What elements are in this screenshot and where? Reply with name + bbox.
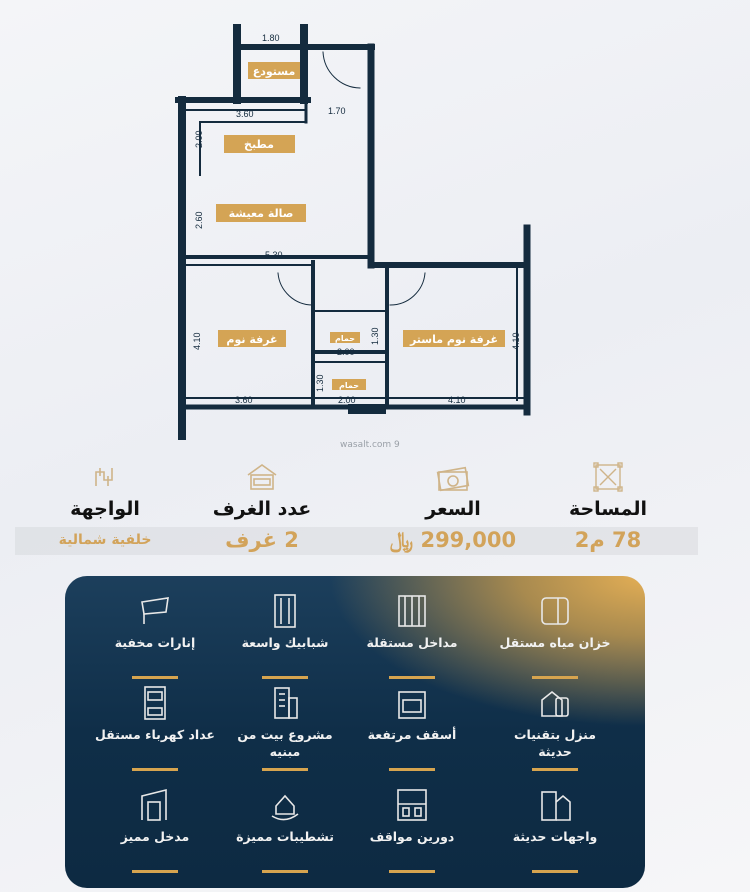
room-bedroom: غرفة نوم bbox=[226, 333, 277, 346]
feature-underline bbox=[262, 676, 308, 679]
stat-value: 2 غرف bbox=[225, 528, 299, 552]
room-labels: مستودع مطبخ صالة معيشة غرفة نوم غرفة نوم… bbox=[216, 62, 505, 390]
feature-underline bbox=[132, 870, 178, 873]
feature-underline bbox=[132, 768, 178, 771]
stat-heading: السعر bbox=[425, 498, 481, 520]
dim-entry-width: 1.70 bbox=[328, 106, 346, 116]
lighting-icon bbox=[95, 592, 215, 630]
water-tank-icon bbox=[495, 592, 615, 630]
feature-item: عداد كهرباء مستقل bbox=[95, 684, 215, 771]
money-icon bbox=[368, 458, 538, 496]
feature-label: خزان مياه مستقل bbox=[499, 635, 611, 650]
bed-icon bbox=[177, 458, 347, 496]
lobby-icon bbox=[95, 786, 215, 824]
dim-bath1-width: 2.00 bbox=[337, 347, 355, 357]
feature-label: إنارات مخفية bbox=[114, 635, 196, 650]
feature-label: تشطيبات مميزة bbox=[236, 829, 334, 844]
values-strip bbox=[15, 527, 698, 555]
feature-label: مدخل مميز bbox=[120, 829, 190, 844]
dim-bedroom-depth: 4.10 bbox=[192, 332, 202, 350]
dim-bath2-width: 2.00 bbox=[338, 395, 356, 405]
stat-value: 299,000 ﷼ bbox=[389, 528, 517, 552]
dim-storage-width: 1.80 bbox=[262, 33, 280, 43]
stat-area: المساحة 78 م2 bbox=[523, 458, 693, 552]
feature-item: مدخل مميز bbox=[95, 786, 215, 873]
smart-home-icon bbox=[495, 684, 615, 722]
feature-underline bbox=[262, 768, 308, 771]
room-bath-2: حمام bbox=[339, 381, 359, 390]
room-kitchen: مطبخ bbox=[244, 138, 274, 151]
floor-plan: 1.80 3.60 1.70 2.00 2.60 5.30 4.10 1.30 … bbox=[175, 24, 531, 440]
parking-icon bbox=[352, 786, 472, 824]
feature-label: أسقف مرتفعة bbox=[367, 727, 457, 742]
feature-item: إنارات مخفية bbox=[95, 592, 215, 679]
feature-label: دورين مواقف bbox=[369, 829, 455, 844]
stat-heading: عدد الغرف bbox=[212, 498, 312, 520]
stat-price: السعر 299,000 ﷼ bbox=[368, 458, 538, 553]
feature-underline bbox=[532, 676, 578, 679]
feature-item: شبابيك واسعة bbox=[225, 592, 345, 679]
walls bbox=[175, 24, 531, 440]
feature-underline bbox=[389, 676, 435, 679]
stat-facade: الواجهة خلفية شمالية bbox=[20, 458, 190, 548]
dim-living-depth: 2.60 bbox=[194, 211, 204, 229]
room-master-bedroom: غرفة نوم ماستر bbox=[409, 333, 498, 346]
facade-buildings-icon bbox=[495, 786, 615, 824]
feature-underline bbox=[262, 870, 308, 873]
dim-living-width: 5.30 bbox=[265, 250, 283, 260]
window-icon bbox=[225, 592, 345, 630]
feature-item: منزل بتقنيات حديثة bbox=[495, 684, 615, 771]
feature-label: مداخل مستقلة bbox=[366, 635, 458, 650]
feature-item: مداخل مستقلة bbox=[352, 592, 472, 679]
ceiling-icon bbox=[352, 684, 472, 722]
feature-item: واجهات حديثة bbox=[495, 786, 615, 873]
feature-label: مشروع بيت من مبنيه bbox=[237, 727, 333, 759]
feature-item: تشطيبات مميزة bbox=[225, 786, 345, 873]
feature-item: أسقف مرتفعة bbox=[352, 684, 472, 771]
feature-label: عداد كهرباء مستقل bbox=[95, 727, 215, 742]
feature-underline bbox=[532, 768, 578, 771]
finishing-icon bbox=[225, 786, 345, 824]
stat-rooms: عدد الغرف 2 غرف bbox=[177, 458, 347, 552]
dim-bath1-depth: 1.30 bbox=[370, 327, 380, 345]
watermark: wasalt.com 9 bbox=[340, 440, 400, 450]
dimensions: 1.80 3.60 1.70 2.00 2.60 5.30 4.10 1.30 … bbox=[192, 33, 521, 405]
feature-item: دورين مواقف bbox=[352, 786, 472, 873]
feature-label: واجهات حديثة bbox=[512, 829, 598, 844]
room-storage: مستودع bbox=[253, 65, 296, 78]
feature-underline bbox=[532, 870, 578, 873]
stat-value: خلفية شمالية bbox=[58, 532, 152, 548]
feature-label: شبابيك واسعة bbox=[241, 635, 329, 650]
feature-item: مشروع بيت من مبنيه bbox=[225, 684, 345, 771]
feature-underline bbox=[389, 768, 435, 771]
facade-icon bbox=[20, 458, 190, 496]
room-bath-1: حمام bbox=[335, 334, 355, 343]
dim-master-width: 4.10 bbox=[448, 395, 466, 405]
stat-heading: الواجهة bbox=[70, 498, 140, 520]
feature-underline bbox=[132, 676, 178, 679]
dim-master-depth: 4.10 bbox=[511, 332, 521, 350]
building-icon bbox=[225, 684, 345, 722]
feature-underline bbox=[389, 870, 435, 873]
entrance-icon bbox=[352, 592, 472, 630]
features-panel bbox=[65, 576, 645, 888]
stat-value: 78 م2 bbox=[574, 528, 642, 552]
dim-bath2-depth: 1.30 bbox=[315, 374, 325, 392]
meter-icon bbox=[95, 684, 215, 722]
feature-label: منزل بتقنيات حديثة bbox=[513, 727, 597, 759]
feature-item: خزان مياه مستقل bbox=[495, 592, 615, 679]
area-icon bbox=[523, 458, 693, 496]
stat-heading: المساحة bbox=[568, 498, 648, 520]
dim-kitchen-depth: 2.00 bbox=[194, 130, 204, 148]
dim-bedroom-width: 3.60 bbox=[235, 395, 253, 405]
room-living: صالة معيشة bbox=[229, 207, 294, 220]
dim-kitchen-width: 3.60 bbox=[236, 109, 254, 119]
